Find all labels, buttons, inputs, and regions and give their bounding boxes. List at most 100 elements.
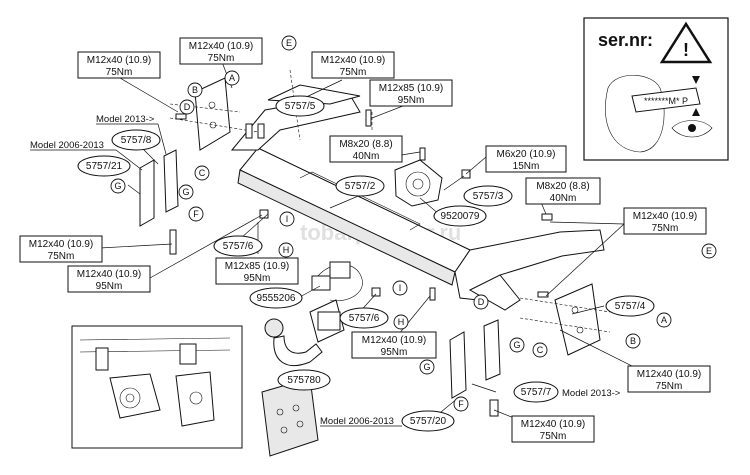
part-number-p13: 5757/20 [401, 410, 455, 432]
model-label-m1: Model 2013-> [96, 114, 167, 155]
torque-label-t2: M12x40 (10.9) 75Nm [179, 37, 263, 65]
torque-label-t8: M12x40 (10.9) 75Nm [623, 207, 707, 235]
serial-number-panel: ser.nr: ! *******M* P [583, 17, 729, 161]
svg-text:5757/8: 5757/8 [121, 135, 152, 146]
serial-plate: *******M* P [644, 96, 688, 106]
svg-text:575780: 575780 [287, 375, 321, 386]
svg-text:A: A [661, 315, 667, 325]
arrow-up-icon [692, 108, 700, 116]
svg-text:M12x40 (10.9): M12x40 (10.9) [633, 211, 697, 222]
svg-text:!: ! [683, 40, 689, 60]
svg-text:H: H [398, 317, 405, 327]
callout-c9: I [279, 211, 295, 227]
svg-text:M12x40 (10.9): M12x40 (10.9) [362, 335, 426, 346]
svg-text:75Nm: 75Nm [106, 67, 133, 78]
callout-c15: A [656, 312, 672, 328]
svg-text:B: B [192, 85, 198, 95]
svg-text:5757/7: 5757/7 [521, 387, 552, 398]
svg-text:F: F [193, 209, 199, 219]
hardware-bolts [169, 109, 553, 417]
svg-text:M12x40 (10.9): M12x40 (10.9) [637, 369, 701, 380]
callout-c13: D [473, 294, 489, 310]
svg-text:95Nm: 95Nm [398, 95, 425, 106]
part-number-p4: 5757/2 [335, 175, 385, 197]
svg-text:Model 2013->: Model 2013-> [96, 114, 155, 125]
callout-c1: E [281, 35, 297, 51]
left-side-brackets [139, 149, 179, 227]
part-number-p1: 5757/5 [275, 95, 325, 117]
svg-text:M12x85 (10.9): M12x85 (10.9) [225, 261, 289, 272]
svg-text:75Nm: 75Nm [48, 251, 75, 262]
torque-label-t9: M12x40 (10.9) 75Nm [19, 235, 103, 263]
svg-text:C: C [537, 345, 544, 355]
svg-text:95Nm: 95Nm [244, 273, 271, 284]
svg-text:75Nm: 75Nm [208, 53, 235, 64]
callout-c20: F [453, 396, 469, 412]
svg-text:I: I [399, 283, 402, 293]
part-number-p7: 5757/6 [213, 235, 263, 257]
svg-text:M6x20 (10.9): M6x20 (10.9) [497, 149, 556, 160]
arrow-down-icon [692, 76, 700, 84]
callout-c7: G [178, 184, 194, 200]
svg-text:Model 2006-2013: Model 2006-2013 [30, 140, 104, 151]
warning-icon [659, 21, 713, 64]
callout-c17: C [532, 342, 548, 358]
svg-text:G: G [513, 340, 520, 350]
torque-label-t10: M12x40 (10.9) 95Nm [67, 265, 151, 293]
svg-text:Model 2006-2013: Model 2006-2013 [320, 416, 394, 427]
callout-c18: G [419, 359, 435, 375]
svg-text:5757/20: 5757/20 [410, 416, 447, 427]
svg-text:M8x20 (8.8): M8x20 (8.8) [536, 181, 589, 192]
svg-text:M12x40 (10.9): M12x40 (10.9) [77, 269, 141, 280]
svg-text:75Nm: 75Nm [540, 431, 567, 442]
svg-text:Model 2013->: Model 2013-> [562, 388, 621, 399]
svg-text:5757/6: 5757/6 [349, 313, 380, 324]
svg-text:5757/21: 5757/21 [86, 161, 123, 172]
svg-text:E: E [706, 246, 712, 256]
right-side-brackets [449, 319, 501, 399]
svg-text:40Nm: 40Nm [353, 151, 380, 162]
callout-c6: G [110, 178, 126, 194]
torque-label-t4: M12x85 (10.9) 95Nm [369, 79, 453, 107]
callout-c8: F [188, 206, 204, 222]
svg-text:75Nm: 75Nm [656, 381, 683, 392]
part-number-p8: 9555206 [249, 287, 303, 309]
svg-text:C: C [199, 168, 206, 178]
towball-neck [264, 299, 345, 367]
svg-text:75Nm: 75Nm [652, 223, 679, 234]
svg-text:9520079: 9520079 [441, 211, 480, 222]
svg-text:5757/6: 5757/6 [223, 241, 254, 252]
callout-c16: B [625, 333, 641, 349]
svg-text:M12x40 (10.9): M12x40 (10.9) [321, 55, 385, 66]
part-number-p10: 5757/4 [605, 295, 655, 317]
callout-c3: B [187, 82, 203, 98]
model-label-m2: Model 2006-2013 [30, 140, 143, 171]
svg-text:M12x85 (10.9): M12x85 (10.9) [379, 83, 443, 94]
svg-text:M12x40 (10.9): M12x40 (10.9) [29, 239, 93, 250]
callout-c10: H [278, 242, 294, 258]
model-label-m4: Model 2006-2013 [320, 416, 402, 427]
torque-label-t6: M6x20 (10.9) 15Nm [485, 145, 567, 173]
torque-label-t7: M8x20 (8.8) 40Nm [525, 177, 601, 205]
part-number-p11: 575780 [277, 369, 331, 391]
svg-text:M12x40 (10.9): M12x40 (10.9) [521, 419, 585, 430]
part-number-p3: 5757/21 [77, 155, 131, 177]
svg-text:5757/4: 5757/4 [615, 301, 646, 312]
callout-c4: D [179, 99, 195, 115]
svg-text:G: G [423, 362, 430, 372]
callout-c19: G [509, 337, 525, 353]
svg-text:B: B [630, 336, 636, 346]
torque-label-t13: M12x40 (10.9) 75Nm [627, 365, 711, 393]
torque-label-t14: M12x40 (10.9) 75Nm [511, 415, 595, 443]
svg-text:40Nm: 40Nm [550, 193, 577, 204]
svg-text:95Nm: 95Nm [381, 347, 408, 358]
svg-text:75Nm: 75Nm [340, 67, 367, 78]
wiring-harness [311, 261, 363, 331]
svg-text:F: F [458, 399, 464, 409]
eye-icon [671, 120, 713, 138]
svg-text:G: G [114, 181, 121, 191]
torque-label-t1: M12x40 (10.9) 75Nm [77, 51, 161, 79]
model-label-m3: Model 2013-> [562, 388, 621, 399]
svg-text:5757/3: 5757/3 [473, 191, 504, 202]
svg-text:I: I [286, 214, 289, 224]
